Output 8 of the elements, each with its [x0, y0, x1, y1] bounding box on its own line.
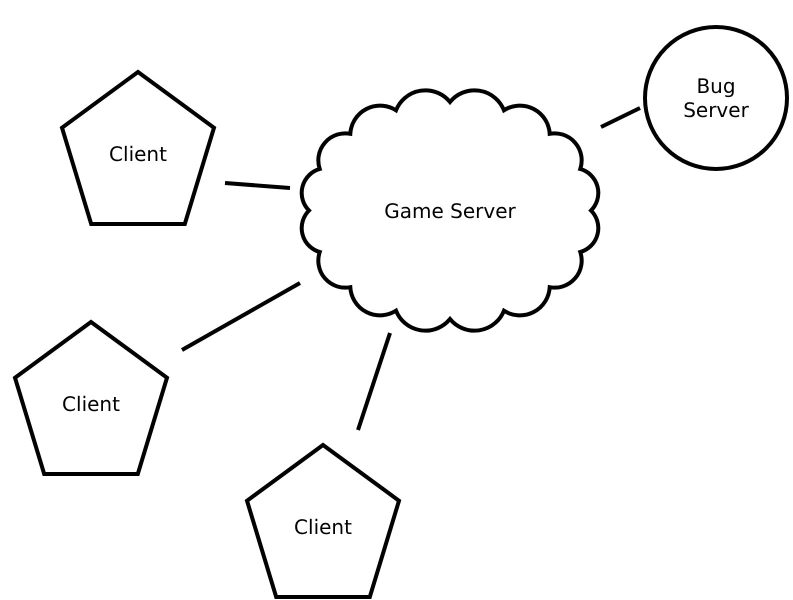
connector-line — [224, 181, 290, 190]
node-label: Client — [61, 392, 121, 416]
connector-line — [600, 106, 641, 129]
node-label: Client — [108, 142, 168, 166]
node-label: Client — [293, 515, 353, 539]
connector-line — [181, 281, 301, 352]
node-label: Bug Server — [682, 74, 750, 122]
node-label: Game Server — [383, 198, 517, 222]
